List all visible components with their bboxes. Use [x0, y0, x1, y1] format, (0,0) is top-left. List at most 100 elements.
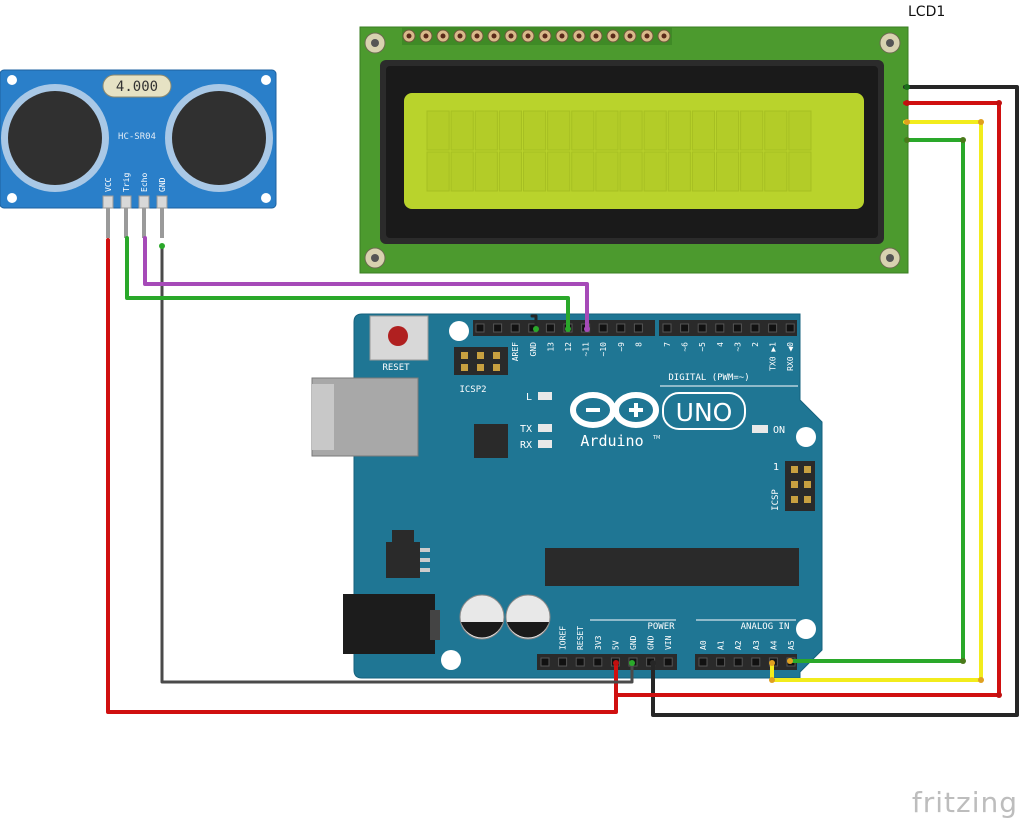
arduino-hole-4 — [441, 650, 461, 670]
digital-pin-socket[interactable] — [510, 323, 520, 333]
reset-button-cap[interactable] — [388, 326, 408, 346]
digital-pin-socket[interactable] — [732, 323, 742, 333]
wire-end-gnd2 — [650, 660, 656, 666]
analog-pin-label: A0 — [699, 640, 708, 650]
digital-pin-socket[interactable] — [768, 323, 778, 333]
wire-board-jumper[interactable] — [530, 314, 538, 331]
wire-sensor-vcc[interactable] — [106, 238, 618, 714]
power-pin-socket[interactable] — [663, 657, 673, 667]
wire-lcd-sda[interactable] — [788, 138, 965, 663]
digital-pin-socket[interactable] — [697, 323, 707, 333]
lcd-char-cell — [450, 151, 474, 192]
analog-pin-socket[interactable] — [733, 657, 743, 667]
power-pin-label: RESET — [576, 626, 585, 650]
lcd-char-cell — [740, 151, 764, 192]
regulator-pin-3 — [420, 568, 430, 572]
analog-header — [695, 654, 797, 670]
sensor-model-label: HC-SR04 — [118, 132, 156, 142]
sensor-crystal-value: 4.000 — [116, 79, 158, 95]
logo-tm: TM — [652, 435, 660, 441]
icsp2-pin — [461, 364, 468, 371]
lcd-char-cell — [619, 151, 643, 192]
lcd-char-cell — [691, 151, 715, 192]
wire-lcd-gnd[interactable] — [651, 85, 1019, 717]
digital-pin-label: 12 — [564, 342, 573, 352]
digital-pin-socket[interactable] — [680, 323, 690, 333]
lcd-pin-header — [402, 29, 671, 43]
analog-pin-socket[interactable] — [716, 657, 726, 667]
wire-end-gnd1 — [629, 660, 635, 666]
digital-pin-label: ~5 — [698, 342, 707, 352]
lcd-char-cell — [426, 151, 450, 192]
sensor-pin — [156, 195, 168, 209]
digital-pin-label: RX0 ◀0 — [786, 342, 795, 371]
digital-pin-label: AREF — [511, 342, 520, 361]
power-pin-label: IOREF — [559, 626, 568, 650]
digital-pin-socket[interactable] — [616, 323, 626, 333]
wire-sensor-echo[interactable] — [143, 236, 589, 331]
digital-pin-socket[interactable] — [785, 323, 795, 333]
lcd-char-cell — [619, 110, 643, 151]
digital-pin-socket[interactable] — [750, 323, 760, 333]
wire-bend-5v-2 — [996, 692, 1002, 698]
power-label: POWER — [647, 622, 675, 632]
icsp-pin1-label: 1 — [773, 462, 779, 473]
sensor-pin — [120, 195, 132, 209]
lcd-pin-hole — [508, 33, 514, 39]
lcd-screen — [404, 93, 864, 209]
lcd-pin-hole — [610, 33, 616, 39]
lcd-pin-hole — [474, 33, 480, 39]
sensor-pin-label: VCC — [104, 177, 113, 192]
lcd-mount-hole-bl-inner — [371, 254, 379, 262]
logo-plus-v — [634, 403, 638, 417]
analog-pin-socket[interactable] — [698, 657, 708, 667]
sensor-crystal — [102, 74, 172, 98]
digital-pin-label: TX0 ▶1 — [769, 342, 778, 371]
lcd-char-cell — [716, 151, 740, 192]
sensor-pin-leg — [142, 208, 146, 238]
digital-pin-socket[interactable] — [598, 323, 608, 333]
wire-end-5v — [613, 660, 619, 666]
icsp-pins — [791, 466, 811, 503]
digital-pin-socket[interactable] — [545, 323, 555, 333]
digital-pin-socket[interactable] — [475, 323, 485, 333]
power-pin-socket[interactable] — [593, 657, 603, 667]
digital-pin-socket[interactable] — [633, 323, 643, 333]
digital-pin-socket[interactable] — [715, 323, 725, 333]
wire-sensor-trig[interactable] — [125, 236, 570, 331]
lcd-char-cell — [571, 110, 595, 151]
power-pin-label: 5V — [611, 640, 620, 650]
lcd-mount-hole-br-inner — [886, 254, 894, 262]
lcd-char-cell — [667, 110, 691, 151]
logo-uno-text: UNO — [676, 398, 733, 427]
lcd-char-cell — [523, 110, 547, 151]
digital-pin-socket[interactable] — [493, 323, 503, 333]
sensor-pin — [138, 195, 150, 209]
digital-pin-label: 7 — [663, 342, 672, 347]
power-pin-socket[interactable] — [558, 657, 568, 667]
analog-pin-socket[interactable] — [751, 657, 761, 667]
digital-pin-label: GND — [529, 342, 538, 357]
power-pin-socket[interactable] — [540, 657, 550, 667]
digital-pin-label: 13 — [546, 342, 555, 352]
logo-minus-sign — [586, 408, 600, 412]
digital-pin-socket[interactable] — [662, 323, 672, 333]
analog-pin-label: A4 — [769, 640, 778, 650]
capacitor-1-stripe — [461, 622, 503, 638]
wire-sensor-gnd[interactable] — [160, 244, 634, 684]
power-pin-socket[interactable] — [575, 657, 585, 667]
lcd-pin-hole — [423, 33, 429, 39]
regulator-pin-2 — [420, 558, 430, 562]
sensor-transducer-left — [8, 91, 102, 185]
icsp2-label: ICSP2 — [459, 385, 486, 395]
sensor-hole-br — [261, 193, 271, 203]
icsp-pin — [791, 481, 798, 488]
lcd-character-grid — [426, 110, 812, 192]
lcd-pin-hole — [627, 33, 633, 39]
lcd-pin-hole — [525, 33, 531, 39]
sensor-transducer-right — [172, 91, 266, 185]
analog-pin-label: A5 — [787, 640, 796, 650]
